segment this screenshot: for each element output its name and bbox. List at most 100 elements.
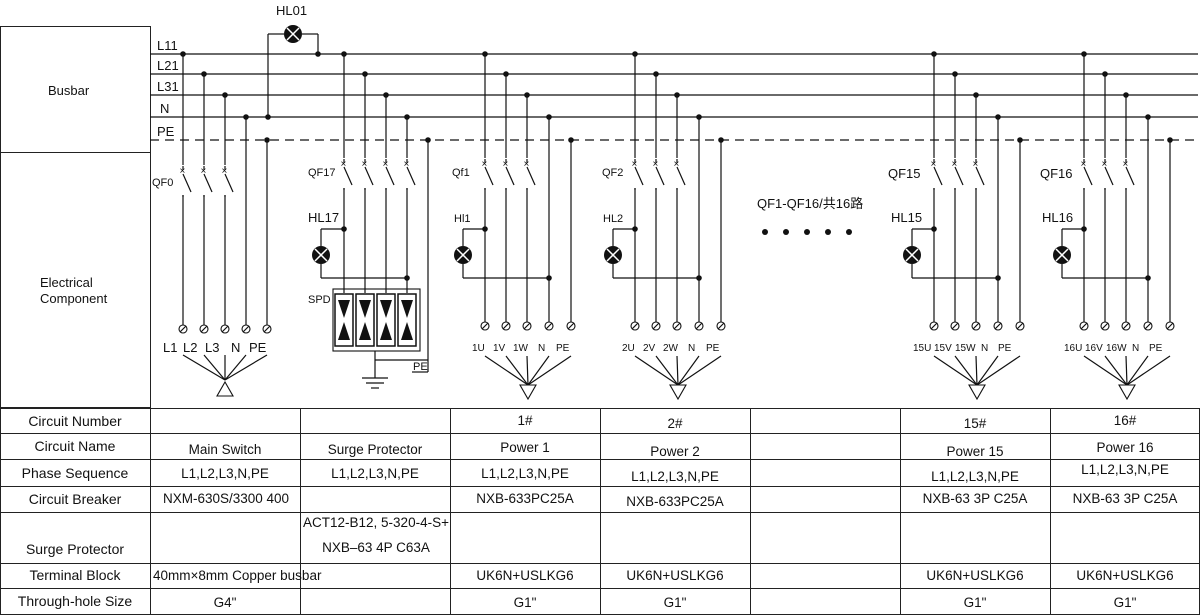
breaker-x-mark: × [201,166,207,177]
breaker-blade [954,166,964,186]
terminal-label: 16W [1106,343,1127,354]
breaker-blade [634,166,644,186]
cell-circuit-name: Surge Protector [328,442,423,457]
junction-dot [931,51,937,57]
breaker-blade [343,166,353,186]
breaker-x-mark: × [341,159,347,170]
junction-dot [1123,92,1129,98]
breaker-blade [385,166,395,186]
breaker-blade [224,173,234,193]
spd-module [397,293,417,347]
breaker-x-mark: × [632,159,638,170]
spd-varistor-icon [380,300,392,318]
terminal-label: N [538,343,545,354]
cable-fan [182,354,226,381]
cable-fan [975,355,978,386]
cell-circuit-name: Main Switch [189,442,262,457]
terminal-label: PE [998,343,1012,354]
spd-varistor-icon [338,300,350,318]
cable-fan [1083,355,1128,386]
cell-terminal-block: UK6N+USLKG6 [926,568,1023,583]
cell-circuit-number: 15# [964,416,987,431]
junction-dot [341,51,347,57]
component-label-1: Electrical [40,275,93,290]
cell-circuit-breaker: NXB-633PC25A [476,491,574,506]
terminal-slash [567,322,575,330]
breaker-blade [505,166,515,186]
terminal-label: N [1132,343,1139,354]
junction-dot [383,92,389,98]
breaker-blade [484,166,494,186]
junction-dot [404,275,410,281]
junction-dot [243,114,249,120]
cable-gland-icon [669,384,687,401]
cell-phase-sequence: L1,L2,L3,N,PE [1081,462,1169,477]
spd-module [376,293,396,347]
row-header-circuit-breaker: Circuit Breaker [29,491,122,507]
lamp-label-hl1: Hl1 [454,213,471,225]
bus-label-l11: L11 [157,38,178,53]
spd-pe-label: PE [413,361,428,373]
component-label-2: Component [40,291,108,306]
lamp-label-hl17: HL17 [308,210,339,225]
ellipsis-dots [762,229,852,235]
cable-fan [634,355,679,386]
junction-dot [1145,114,1151,120]
main-terminal-label: L1 [163,340,177,355]
spd-label: SPD [308,294,331,306]
cell-circuit-breaker: NXB-63 3P C25A [1073,491,1178,506]
cell-through-hole: G1" [1114,595,1137,610]
terminal-label: 15W [955,343,976,354]
breaker-x-mark: × [383,159,389,170]
junction-dot [696,275,702,281]
terminal-slash [1080,322,1088,330]
spd-varistor-icon [359,300,371,318]
cable-fan [655,355,679,386]
cell-circuit-number: 1# [517,413,533,428]
busbar-label: Busbar [48,83,90,98]
breaker-label-qf17: QF17 [308,167,336,179]
row-header-circuit-number: Circuit Number [28,413,122,429]
spd-varistor-icon [359,322,371,340]
cable-fan [677,355,722,386]
breaker-x-mark: × [952,159,958,170]
junction-dot [973,92,979,98]
cable-fan [526,355,529,386]
cable-gland-icon [968,384,986,401]
circuits-group: ××××××××××××××××××× [178,51,1175,401]
cell-phase-sequence: L1,L2,L3,N,PE [331,466,419,481]
bus-label-n: N [160,101,169,116]
cell-through-hole: G4" [214,595,237,610]
junction-dot [546,114,552,120]
spd-module [355,293,375,347]
terminal-label: 1W [513,343,529,354]
breaker-blade [1104,166,1114,186]
terminal-slash [1144,322,1152,330]
terminal-label: 2U [622,343,635,354]
terminal-label: N [688,343,695,354]
lamp-cross [1055,248,1069,262]
breaker-blade [364,166,374,186]
middle-note: QF1-QF16/共16路 [757,196,863,211]
breaker-x-mark: × [362,159,368,170]
terminal-slash [263,325,271,333]
left-frame [0,26,151,408]
junction-dot [222,92,228,98]
terminal-label: N [981,343,988,354]
terminal-slash [673,322,681,330]
cell-circuit-number: 2# [667,416,683,431]
cable-fan [484,355,529,386]
cable-fan [1126,355,1171,386]
terminal-slash [652,322,660,330]
bus-label-pe: PE [157,124,175,139]
cell-through-hole: G1" [964,595,987,610]
breaker-x-mark: × [503,159,509,170]
terminal-slash [545,322,553,330]
cell-circuit-number: 16# [1114,413,1137,428]
breaker-x-mark: × [222,166,228,177]
junction-dot [546,275,552,281]
breaker-x-mark: × [482,159,488,170]
terminal-slash [994,322,1002,330]
lamp-label-hl15: HL15 [891,210,922,225]
